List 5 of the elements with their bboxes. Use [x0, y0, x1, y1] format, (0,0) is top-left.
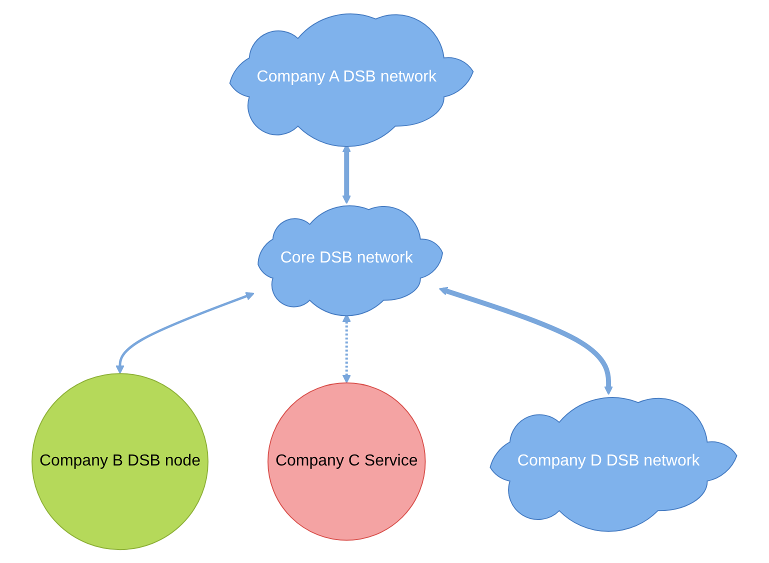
arrow — [438, 286, 614, 395]
arrow — [116, 292, 255, 374]
node-circle: Company B DSB node — [32, 372, 209, 550]
node-circle: Company C Service — [268, 382, 426, 540]
arrow — [342, 313, 352, 384]
